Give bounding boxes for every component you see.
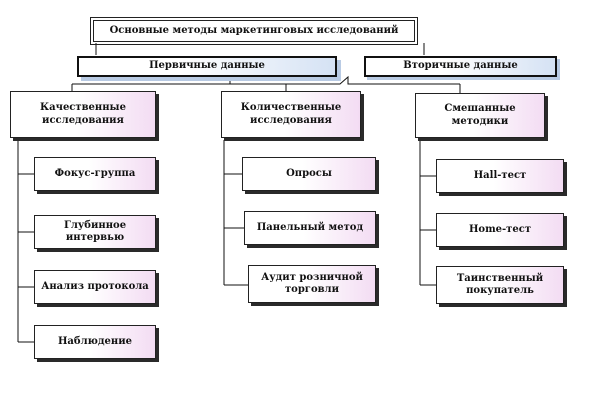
method-protocol-analysis-label: Анализ протокола bbox=[41, 280, 149, 292]
method-hall-test: Hall-тест bbox=[436, 159, 564, 193]
method-panel: Панельный метод bbox=[244, 211, 376, 245]
method-home-test: Home-тест bbox=[436, 213, 564, 247]
method-in-depth-interview-label: Глубинное интервью bbox=[63, 219, 127, 244]
secondary-data-label: Вторичные данные bbox=[403, 60, 518, 72]
method-hall-test-label: Hall-тест bbox=[473, 169, 527, 181]
method-protocol-analysis: Анализ протокола bbox=[34, 270, 156, 304]
method-mystery-shopper: Таинственный покупатель bbox=[436, 266, 564, 304]
method-surveys-label: Опросы bbox=[286, 167, 332, 179]
method-observation-label: Наблюдение bbox=[57, 335, 133, 347]
method-focus-group: Фокус-группа bbox=[34, 157, 156, 191]
diagram-title-text: Основные методы маркетинговых исследован… bbox=[109, 24, 399, 36]
connector-primary-stem bbox=[229, 74, 460, 85]
category-mixed-label: Смешанные методики bbox=[444, 103, 516, 127]
diagram-title: Основные методы маркетинговых исследован… bbox=[90, 17, 418, 45]
method-retail-audit: Аудит розничной торговли bbox=[248, 265, 376, 303]
method-mystery-shopper-label: Таинственный покупатель bbox=[456, 272, 544, 297]
category-quantitative: Количественные исследования bbox=[221, 91, 361, 138]
category-qualitative-label: Качественные исследования bbox=[40, 102, 126, 126]
category-qualitative: Качественные исследования bbox=[10, 91, 156, 138]
primary-data-label: Первичные данные bbox=[149, 60, 265, 72]
primary-data-box: Первичные данные bbox=[77, 56, 337, 77]
method-panel-label: Панельный метод bbox=[256, 221, 364, 233]
method-surveys: Опросы bbox=[242, 157, 376, 191]
secondary-data-box: Вторичные данные bbox=[364, 56, 557, 77]
category-mixed: Смешанные методики bbox=[415, 93, 545, 138]
method-in-depth-interview: Глубинное интервью bbox=[34, 215, 156, 249]
method-home-test-label: Home-тест bbox=[468, 223, 532, 235]
method-retail-audit-label: Аудит розничной торговли bbox=[261, 271, 363, 296]
method-observation: Наблюдение bbox=[34, 325, 156, 359]
method-focus-group-label: Фокус-группа bbox=[54, 167, 136, 179]
category-quantitative-label: Количественные исследования bbox=[240, 102, 342, 126]
